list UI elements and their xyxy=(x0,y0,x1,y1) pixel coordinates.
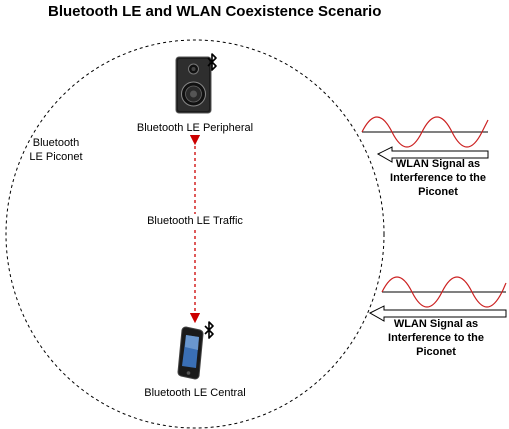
piconet-label-line1: Bluetooth xyxy=(32,137,80,149)
interference-bottom-line1: WLAN Signal as xyxy=(393,318,479,330)
interference-bottom-line2: Interference to the xyxy=(388,332,484,344)
peripheral-label: Bluetooth LE Peripheral xyxy=(136,122,254,134)
wlan-wave-bottom xyxy=(381,276,507,308)
interference-label-bottom: WLAN Signal as Interference to the Picon… xyxy=(384,317,488,359)
interference-arrow-top xyxy=(376,146,489,163)
smartphone-icon xyxy=(177,326,204,380)
piconet-boundary xyxy=(5,39,385,429)
interference-arrow-bottom xyxy=(368,305,507,322)
interference-top-line3: Piconet xyxy=(418,186,458,198)
wlan-wave-top xyxy=(361,116,489,148)
interference-top-line2: Interference to the xyxy=(390,172,486,184)
piconet-label: Bluetooth LE Piconet xyxy=(22,136,90,164)
bluetooth-icon xyxy=(207,53,217,71)
speaker-icon xyxy=(175,56,212,114)
interference-label-top: WLAN Signal as Interference to the Picon… xyxy=(386,157,490,199)
traffic-label: Bluetooth LE Traffic xyxy=(115,214,275,228)
bluetooth-icon xyxy=(204,321,214,339)
page-title: Bluetooth LE and WLAN Coexistence Scenar… xyxy=(48,3,382,20)
central-label: Bluetooth LE Central xyxy=(144,387,246,399)
interference-bottom-line3: Piconet xyxy=(416,346,456,358)
interference-top-line1: WLAN Signal as xyxy=(395,158,481,170)
piconet-label-line2: LE Piconet xyxy=(29,151,83,163)
